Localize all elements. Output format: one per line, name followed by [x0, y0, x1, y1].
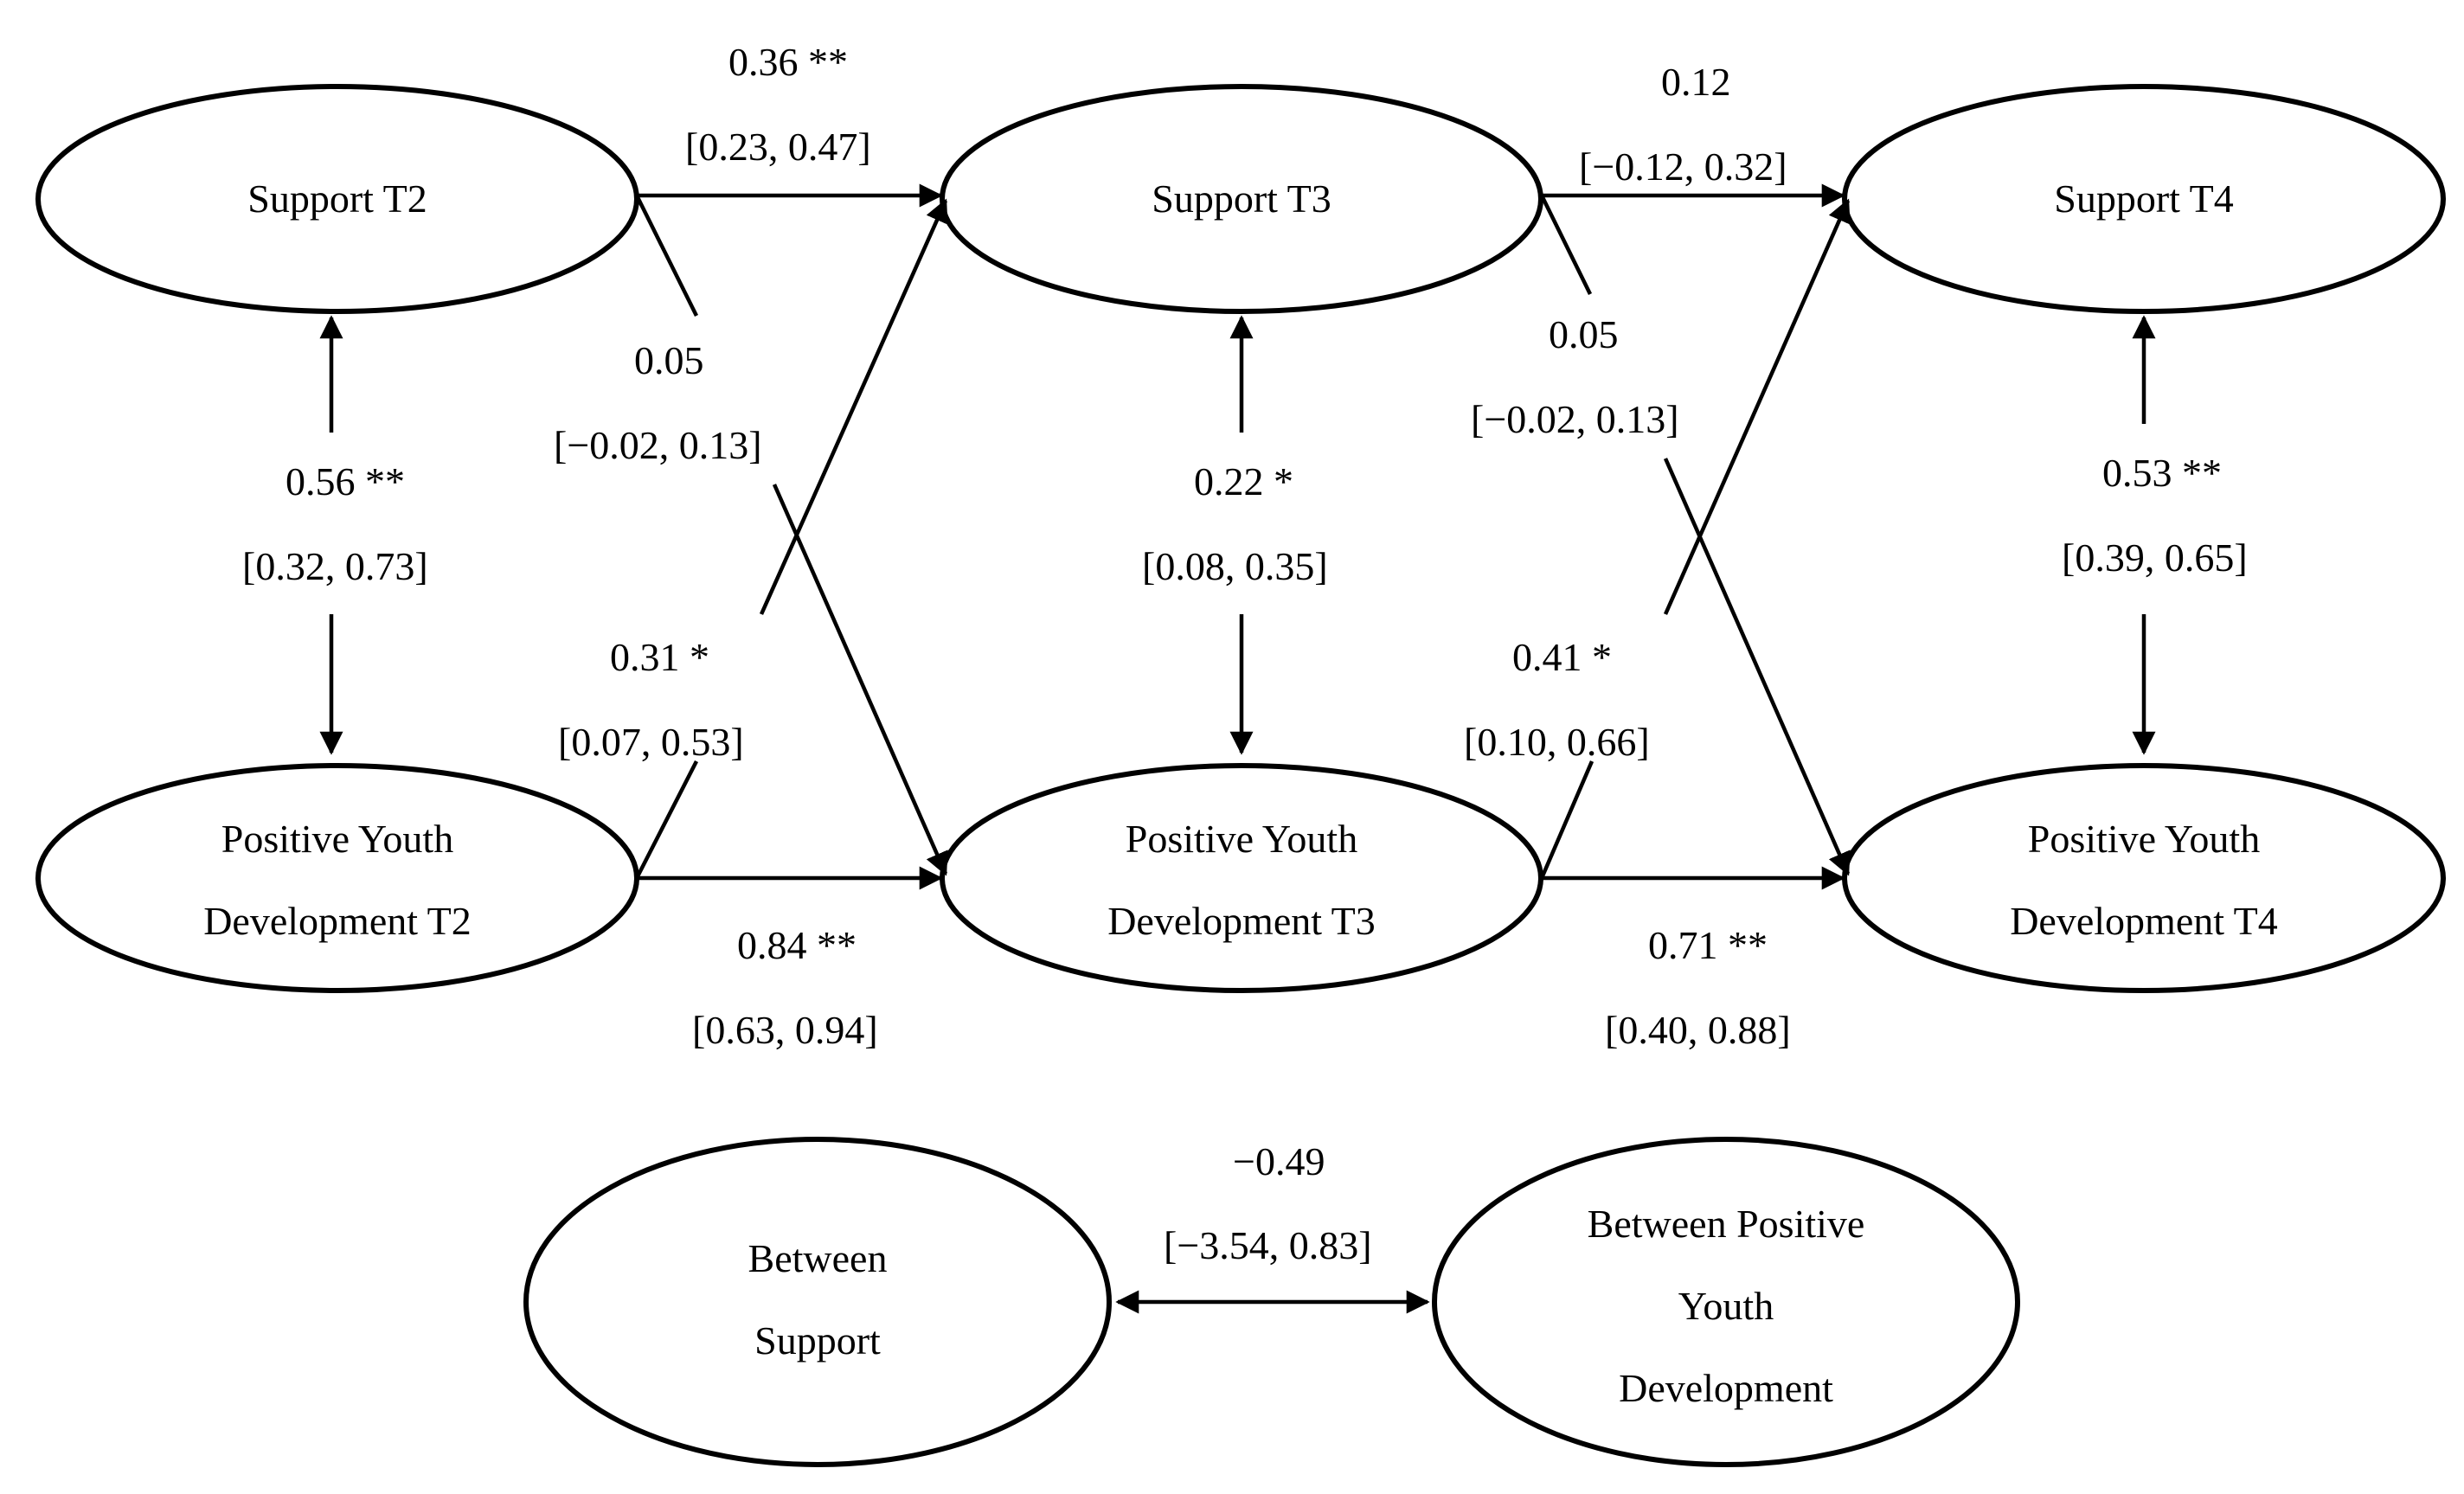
svg-text:Between Positive: Between Positive: [1588, 1202, 1865, 1246]
arrow-p2-s3: [634, 198, 948, 880]
confidence-interval: [−0.02, 0.13]: [554, 423, 762, 467]
arrow-s2-p3: [634, 194, 948, 876]
arrow-p3-s4: [1539, 198, 1851, 879]
confidence-interval: [0.23, 0.47]: [685, 125, 871, 169]
node-label: Support T3: [1152, 176, 1331, 221]
label-p2-p3: 0.84 ** [0.63, 0.94]: [692, 923, 878, 1052]
label-between: −0.49 [−3.54, 0.83]: [1164, 1139, 1372, 1267]
svg-text:Positive Youth: Positive Youth: [1126, 817, 1357, 861]
estimate: 0.05: [1549, 312, 1619, 356]
svg-text:Between: Between: [748, 1236, 888, 1280]
node-label-line: Development T2: [203, 899, 472, 943]
svg-text:Support: Support: [754, 1318, 881, 1363]
confidence-interval: [0.08, 0.35]: [1142, 544, 1328, 588]
node-pyd-t4: Positive Youth Development T4: [1842, 763, 2446, 993]
estimate: 0.12: [1661, 60, 1731, 104]
node-support-t3: Support T3: [940, 84, 1543, 314]
estimate: 0.41 *: [1512, 635, 1612, 679]
label-s2-p3: 0.05 [−0.02, 0.13]: [554, 338, 762, 467]
svg-text:Youth: Youth: [1678, 1284, 1774, 1328]
confidence-interval: [−0.02, 0.13]: [1471, 397, 1679, 441]
label-s4-p4: 0.53 ** [0.39, 0.65]: [2062, 451, 2248, 580]
node-label-line: Youth: [1678, 1284, 1774, 1328]
svg-text:Development T4: Development T4: [2010, 899, 2278, 943]
confidence-interval: [0.32, 0.73]: [242, 544, 428, 588]
node-label-line: Development T3: [1107, 899, 1376, 943]
confidence-interval: [0.39, 0.65]: [2062, 535, 2248, 580]
arrow-s3-p4: [1539, 195, 1851, 876]
confidence-interval: [0.10, 0.66]: [1464, 720, 1650, 764]
label-p3-s4: 0.41 * [0.10, 0.66]: [1464, 635, 1650, 764]
label-s3-p3: 0.22 * [0.08, 0.35]: [1142, 459, 1328, 588]
estimate: 0.36 **: [728, 40, 848, 84]
estimate: 0.53 **: [2102, 451, 2222, 495]
confidence-interval: [0.07, 0.53]: [558, 720, 744, 764]
estimate: 0.22 *: [1194, 459, 1293, 503]
estimate: −0.49: [1233, 1139, 1325, 1183]
confidence-interval: [−3.54, 0.83]: [1164, 1223, 1372, 1267]
estimate: 0.84 **: [737, 923, 857, 967]
estimate: 0.56 **: [286, 459, 405, 503]
label-p2-s3: 0.31 * [0.07, 0.53]: [558, 635, 744, 764]
svg-text:Support T2: Support T2: [247, 176, 427, 221]
node-label-line: Between Positive: [1588, 1202, 1865, 1246]
label-s3-p4: 0.05 [−0.02, 0.13]: [1471, 312, 1679, 441]
svg-text:Support T3: Support T3: [1152, 176, 1331, 221]
node-pyd-t2: Positive Youth Development T2: [35, 763, 639, 993]
svg-text:Development: Development: [1619, 1366, 1833, 1410]
node-label: Support T4: [2054, 176, 2233, 221]
node-label: Support T2: [247, 176, 427, 221]
svg-text:Development T3: Development T3: [1107, 899, 1376, 943]
estimate: 0.31 *: [610, 635, 709, 679]
node-label-line: Positive Youth: [221, 817, 453, 861]
label-p3-p4: 0.71 ** [0.40, 0.88]: [1605, 923, 1791, 1052]
node-pyd-t3: Positive Youth Development T3: [940, 763, 1543, 993]
svg-text:Positive Youth: Positive Youth: [221, 817, 453, 861]
node-support-t4: Support T4: [1842, 84, 2446, 314]
node-label-line: Development: [1619, 1366, 1833, 1410]
svg-text:Support T4: Support T4: [2054, 176, 2233, 221]
confidence-interval: [0.63, 0.94]: [692, 1008, 878, 1052]
svg-text:Development T2: Development T2: [203, 899, 472, 943]
estimate: 0.05: [634, 338, 704, 382]
node-label-line: Support: [754, 1318, 881, 1363]
node-label-line: Between: [748, 1236, 888, 1280]
node-between-pyd: Between Positive Youth Development: [1432, 1137, 2020, 1467]
label-s2-p2: 0.56 ** [0.32, 0.73]: [242, 459, 428, 588]
estimate: 0.71 **: [1648, 923, 1768, 967]
label-s3-s4: 0.12 [−0.12, 0.32]: [1579, 60, 1787, 189]
label-s2-s3: 0.36 ** [0.23, 0.47]: [685, 40, 871, 169]
node-label-line: Development T4: [2010, 899, 2278, 943]
node-support-t2: Support T2: [35, 84, 639, 314]
confidence-interval: [0.40, 0.88]: [1605, 1008, 1791, 1052]
confidence-interval: [−0.12, 0.32]: [1579, 144, 1787, 189]
node-label-line: Positive Youth: [2028, 817, 2260, 861]
node-between-support: Between Support: [523, 1137, 1112, 1467]
svg-text:Positive Youth: Positive Youth: [2028, 817, 2260, 861]
node-label-line: Positive Youth: [1126, 817, 1357, 861]
